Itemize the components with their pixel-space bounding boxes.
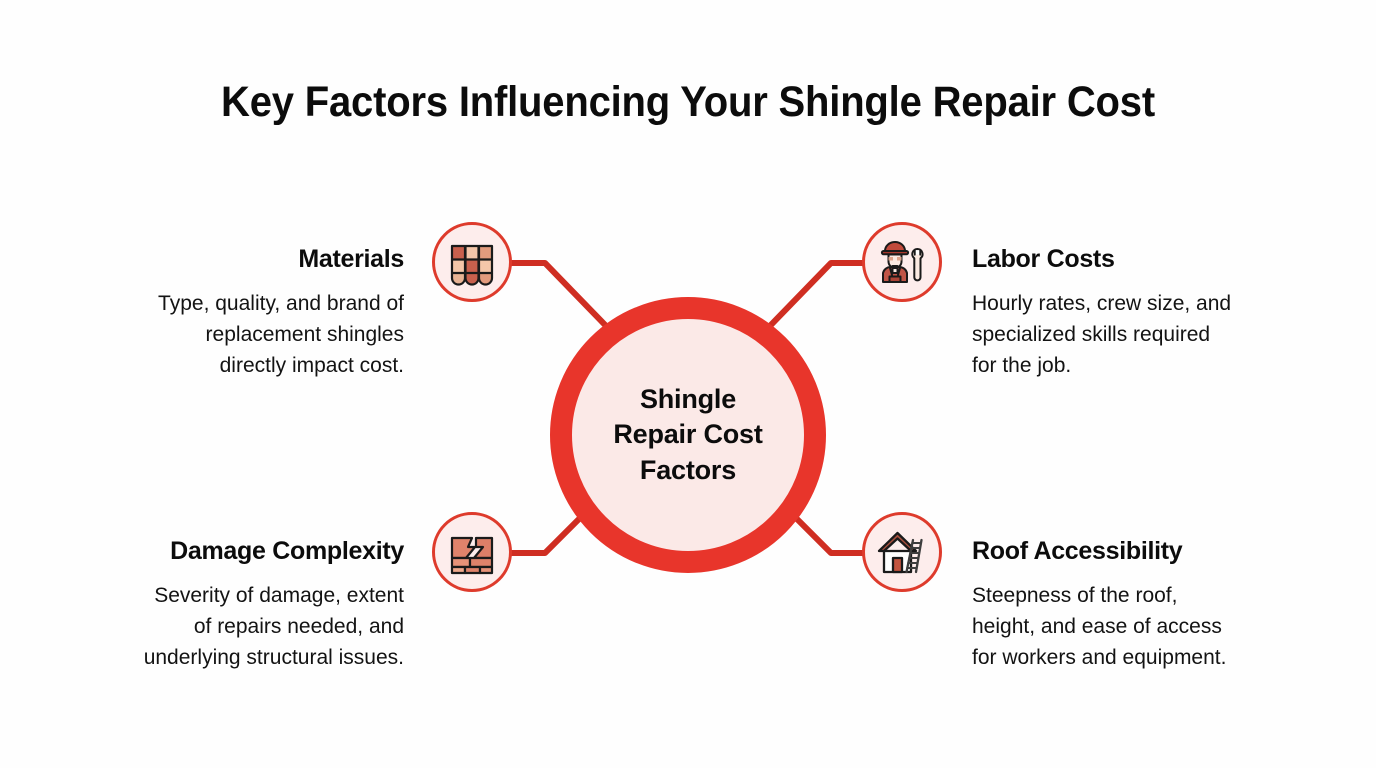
node-description-damage: Severity of damage, extent of repairs ne… [143, 583, 404, 669]
node-icon-roof[interactable] [862, 512, 942, 592]
connector-materials [509, 260, 613, 333]
node-icon-materials[interactable] [432, 222, 512, 302]
node-icon-damage[interactable] [432, 512, 512, 592]
node-heading-roof: Roof Accessibility [972, 537, 1183, 565]
node-icon-labor[interactable] [862, 222, 942, 302]
shingle-tiles-icon [446, 236, 498, 288]
cracked-bricks-icon [446, 527, 498, 577]
node-heading-labor: Labor Costs [972, 245, 1115, 273]
node-heading-damage: Damage Complexity [170, 537, 404, 565]
center-hub: Shingle Repair Cost Factors [550, 297, 826, 573]
node-description-roof: Steepness of the roof, height, and ease … [972, 583, 1227, 669]
node-heading-materials: Materials [298, 245, 404, 273]
page-title: Key Factors Influencing Your Shingle Rep… [221, 78, 1155, 126]
house-with-ladder-icon [875, 527, 929, 577]
connector-labor [763, 260, 867, 333]
center-hub-label: Shingle Repair Cost Factors [613, 383, 763, 485]
node-text-materials: Materials Type, quality, and brand of re… [20, 245, 404, 381]
node-text-damage: Damage Complexity Severity of damage, ex… [20, 537, 405, 673]
node-description-labor: Hourly rates, crew size, and specialized… [972, 291, 1232, 377]
node-text-labor: Labor Costs Hourly rates, crew size, and… [972, 245, 1362, 381]
worker-with-wrench-icon [875, 235, 929, 289]
node-description-materials: Type, quality, and brand of replacement … [158, 291, 404, 377]
node-text-roof: Roof Accessibility Steepness of the roof… [972, 537, 1362, 673]
